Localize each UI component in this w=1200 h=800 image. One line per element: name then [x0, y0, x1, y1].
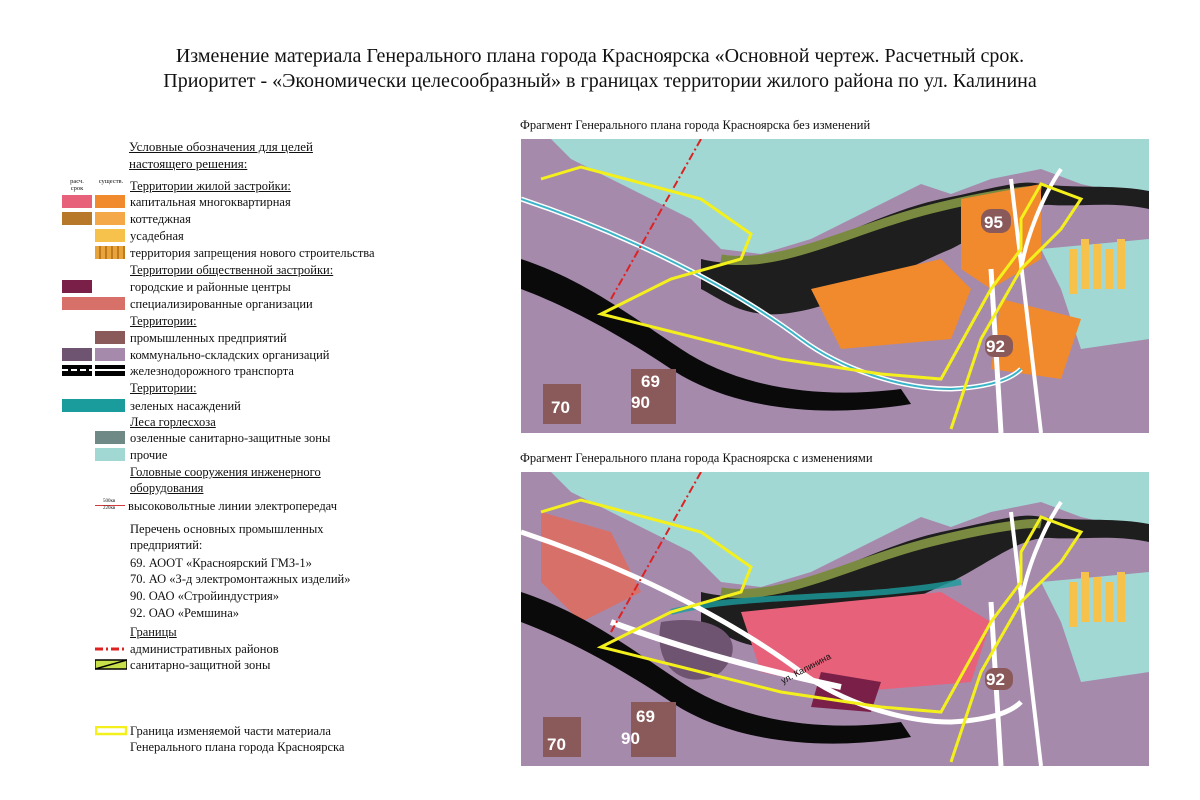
legend-label-manor: усадебная — [130, 229, 184, 243]
engineering-heading-line-1: Головные сооружения инженерного — [130, 465, 321, 479]
swatch-change-boundary — [95, 726, 127, 736]
swatch-forest-other — [95, 448, 125, 461]
forest-heading: Леса горлесхоза — [130, 415, 216, 429]
map-top-label-95: 95 — [984, 213, 1003, 232]
swatch-railway-exist — [95, 365, 125, 376]
boundary-line-2: Генерального плана города Красноярска — [130, 740, 345, 754]
legend-label-warehouse: коммунально-складских организаций — [130, 348, 330, 362]
column-head-exist: существ. — [98, 178, 124, 185]
engineering-heading-line-2: оборудования — [130, 481, 204, 495]
legend-label-sanitary-border: санитарно-защитной зоны — [130, 658, 271, 672]
territories2-heading: Территории: — [130, 381, 197, 395]
swatch-capital-calc — [62, 195, 92, 208]
map-top[interactable]: 95 92 69 90 70 — [521, 139, 1149, 433]
engineering-heading: Головные сооружения инженерного оборудов… — [130, 464, 321, 496]
legend-label-forest-sanitary: озеленные санитарно-защитные зоны — [130, 431, 331, 445]
swatch-powerline: 500кв 220кв — [95, 499, 125, 512]
enterprises-heading-line-2: предприятий: — [130, 538, 203, 552]
powerline-500: 500кв — [103, 499, 116, 504]
enterprises-heading: Перечень основных промышленных предприят… — [130, 521, 324, 553]
residential-heading: Территории жилой застройки: — [130, 179, 291, 193]
legend-label-change-boundary: Граница изменяемой части материала Генер… — [130, 723, 344, 755]
enterprise-70: 70. АО «З-д электромонтажных изделий» — [130, 572, 351, 586]
swatch-city-centers — [62, 280, 92, 293]
swatch-warehouse-calc — [62, 348, 92, 361]
page-title: Изменение материала Генерального плана г… — [0, 44, 1200, 94]
map-top-label-90: 90 — [631, 393, 650, 412]
enterprise-69: 69. АООТ «Красноярский ГМЗ-1» — [130, 556, 312, 570]
boundary-line-1: Граница изменяемой части материала — [130, 724, 331, 738]
map-bottom-label-90: 90 — [621, 729, 640, 748]
legend-label-specialized: специализированные организации — [130, 297, 313, 311]
map-top-label-70: 70 — [551, 398, 570, 417]
legend-label-powerline: высоковольтные линии электропередач — [128, 499, 338, 513]
legend-label-admin-border: административных районов — [130, 642, 279, 656]
swatch-admin-border — [95, 647, 127, 651]
swatch-railway-calc — [62, 365, 92, 376]
legend-label-capital: капитальная многоквартирная — [130, 195, 291, 209]
column-head-calc: расч. срок — [70, 178, 84, 192]
swatch-cottage-exist — [95, 212, 125, 225]
swatch-manor-exist — [95, 229, 125, 242]
swatch-ban-zone — [95, 246, 125, 259]
map-top-title: Фрагмент Генерального плана города Красн… — [520, 118, 871, 132]
swatch-sanitary-border — [95, 659, 127, 670]
public-heading: Территории общественной застройки: — [130, 263, 334, 277]
enterprise-92: 92. ОАО «Ремшина» — [130, 606, 240, 620]
legend-label-ban-zone: территория запрещения нового строительст… — [130, 246, 375, 260]
legend-label-railway: железнодорожного транспорта — [130, 364, 294, 378]
swatch-cottage-calc — [62, 212, 92, 225]
map-bottom-label-92: 92 — [986, 670, 1005, 689]
borders-heading: Границы — [130, 625, 177, 639]
legend-heading-line-1: Условные обозначения для целей — [129, 139, 313, 154]
legend-heading: Условные обозначения для целей настоящег… — [129, 138, 313, 172]
map-bottom-label-69: 69 — [636, 707, 655, 726]
map-bottom-label-70: 70 — [547, 735, 566, 754]
legend-label-industrial: промышленных предприятий — [130, 331, 287, 345]
map-top-label-69: 69 — [641, 372, 660, 391]
enterprise-90: 90. ОАО «Стройиндустрия» — [130, 589, 280, 603]
legend-label-green: зеленых насаждений — [130, 399, 241, 413]
title-line-2: Приоритет - «Экономически целесообразный… — [163, 70, 1037, 92]
title-line-1: Изменение материала Генерального плана г… — [175, 45, 1025, 67]
map-bottom-title: Фрагмент Генерального плана города Красн… — [520, 451, 873, 465]
map-bottom[interactable]: ул. Калинина 92 69 90 70 — [521, 472, 1149, 766]
swatch-forest-sanitary — [95, 431, 125, 444]
legend-label-forest-other: прочие — [130, 448, 168, 462]
map-top-label-92: 92 — [986, 337, 1005, 356]
swatch-warehouse-exist — [95, 348, 125, 361]
legend-label-city-centers: городские и районные центры — [130, 280, 291, 294]
legend-label-cottage: коттеджная — [130, 212, 191, 226]
swatch-specialized — [62, 297, 125, 310]
territories-heading: Территории: — [130, 314, 197, 328]
legend-heading-line-2: настоящего решения: — [129, 156, 248, 171]
swatch-capital-exist — [95, 195, 125, 208]
swatch-green — [62, 399, 125, 412]
enterprises-heading-line-1: Перечень основных промышленных — [130, 522, 324, 536]
powerline-220: 220кв — [103, 506, 116, 511]
swatch-industrial — [95, 331, 125, 344]
